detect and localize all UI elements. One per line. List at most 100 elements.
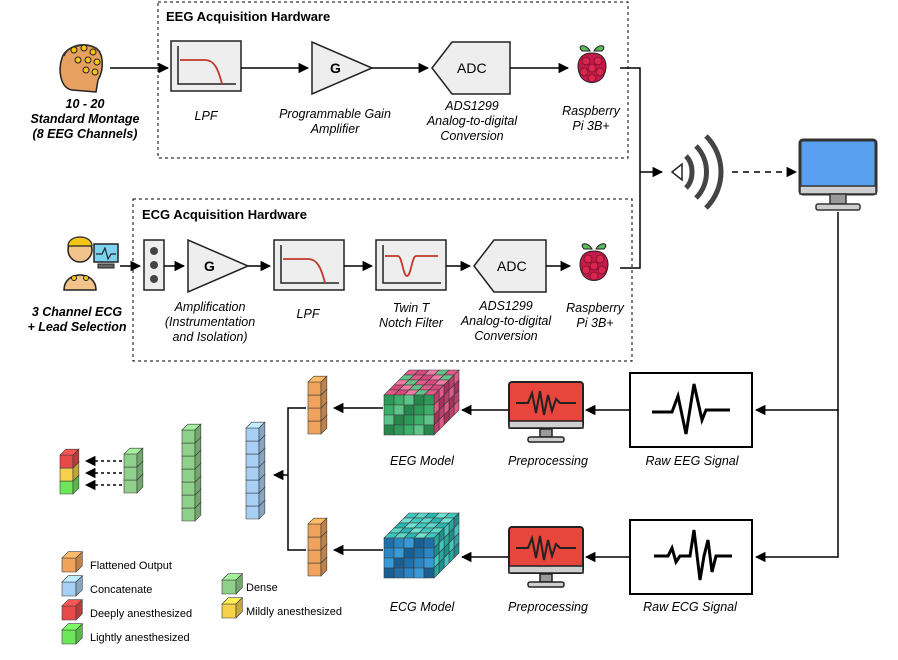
ecg-adc-symbol: ADC	[497, 258, 527, 274]
cube-face	[61, 605, 77, 621]
model-cell	[423, 557, 435, 569]
ecg-adc-label-2: Analog-to-digital	[460, 314, 553, 328]
model-cell	[423, 567, 435, 579]
legend-swatch-concatenate	[61, 574, 84, 597]
cube-face	[59, 467, 74, 482]
eeg-lpf-block	[170, 40, 242, 92]
ecg-amp-label-1: Amplification	[174, 300, 246, 314]
cube-face	[245, 505, 260, 520]
eeg-source-line1: 10 - 20	[66, 97, 105, 111]
ecg-lead-connector	[143, 239, 165, 291]
cube-face	[245, 427, 260, 442]
preprocessing-eeg-icon	[508, 381, 584, 443]
model-cell	[423, 414, 435, 426]
raw-ecg-box	[629, 519, 753, 595]
ecg-acquisition-panel: ECG Acquisition Hardware 3 Channel ECG +…	[28, 198, 633, 362]
legend-swatch-dense	[221, 572, 244, 595]
eeg-acquisition-panel: EEG Acquisition Hardware 10 - 20 Standar…	[30, 1, 629, 159]
signal-waveform-icon	[652, 383, 730, 435]
raspberry-pi-icon	[579, 243, 609, 282]
eeg-panel-border	[157, 1, 629, 159]
eeg-gain-symbol: G	[330, 60, 341, 76]
raw-eeg-box	[629, 372, 753, 448]
eeg-gain-label-1: Programmable Gain	[279, 107, 391, 121]
legend-flattened-label: Flattened Output	[90, 560, 172, 572]
cube-face	[59, 454, 74, 469]
ecg-panel-title: ECG Acquisition Hardware	[142, 207, 307, 222]
cube-face	[181, 494, 196, 509]
model-cell	[383, 567, 395, 579]
model-cell	[413, 547, 425, 559]
wireless-signal-icon	[670, 134, 724, 210]
ecg-notch-label-1: Twin T	[393, 301, 431, 315]
model-cell	[403, 394, 415, 406]
model-cell	[393, 424, 405, 436]
legend-concatenate-label: Concatenate	[90, 584, 152, 596]
model-cell	[413, 394, 425, 406]
cube-face	[320, 375, 328, 396]
cube-face	[194, 423, 202, 444]
ecg-gain-block: G	[187, 238, 250, 294]
model-cell	[393, 414, 405, 426]
cube-face	[181, 455, 196, 470]
eeg-adc-label-3: Conversion	[440, 129, 503, 143]
model-cell	[423, 404, 435, 416]
eeg-source-line2: Standard Montage	[30, 112, 139, 126]
cube-face	[245, 453, 260, 468]
output-stack	[59, 448, 80, 495]
eeg-panel-title: EEG Acquisition Hardware	[166, 9, 330, 24]
legend-dense-label: Dense	[246, 582, 278, 594]
model-cell	[403, 547, 415, 559]
ecg-notch-block	[375, 239, 447, 291]
cube-face	[181, 507, 196, 522]
cube-face	[61, 557, 77, 573]
cube-face	[245, 440, 260, 455]
model-cell	[393, 404, 405, 416]
cube-face	[307, 536, 322, 551]
model-cell	[413, 567, 425, 579]
pi-bus-line	[620, 67, 641, 269]
cube-face	[320, 517, 328, 538]
ecg-source-line2: + Lead Selection	[28, 320, 127, 334]
concatenate-stack	[245, 421, 266, 520]
eeg-gain-label-2: Amplifier	[310, 122, 360, 136]
cube-face	[307, 562, 322, 577]
model-cell	[393, 557, 405, 569]
cube-face	[59, 480, 74, 495]
model-cell	[423, 547, 435, 559]
ecg-pi-label-2: Pi 3B+	[576, 316, 613, 330]
eeg-adc-label-1: ADS1299	[444, 99, 499, 113]
legend-lightly-label: Lightly anesthesized	[90, 632, 190, 644]
model-cell	[383, 557, 395, 569]
ecg-amp-label-2: (Instrumentation	[165, 315, 255, 329]
cube-face	[245, 479, 260, 494]
cube-face	[245, 492, 260, 507]
model-cell	[383, 537, 395, 549]
cube-face	[61, 581, 77, 597]
model-cell	[383, 414, 395, 426]
model-cell	[403, 557, 415, 569]
model-cell	[403, 537, 415, 549]
model-cell	[413, 424, 425, 436]
cube-face	[181, 468, 196, 483]
model-cell	[413, 414, 425, 426]
eeg-lpf-label: LPF	[195, 109, 219, 123]
cube-face	[61, 629, 77, 645]
monitor-to-raw-eeg-arrow	[754, 212, 839, 416]
ecg-notch-label-2: Notch Filter	[379, 316, 444, 330]
cube-face	[307, 407, 322, 422]
model-cell	[383, 424, 395, 436]
ecg-lpf-label: LPF	[297, 307, 321, 321]
model-cell	[423, 424, 435, 436]
ecg-model-label: ECG Model	[390, 600, 456, 614]
eeg-pi-label-1: Raspberry	[562, 104, 620, 118]
eeg-source-line3: (8 EEG Channels)	[33, 127, 138, 141]
legend-swatch-deeply	[61, 598, 84, 621]
ecg-lpf-block	[273, 239, 345, 291]
cube-face	[72, 448, 80, 469]
cube-model-icon	[383, 369, 460, 436]
ecg-adc-label-1: ADS1299	[478, 299, 533, 313]
model-cell	[413, 537, 425, 549]
cube-face	[258, 421, 266, 442]
